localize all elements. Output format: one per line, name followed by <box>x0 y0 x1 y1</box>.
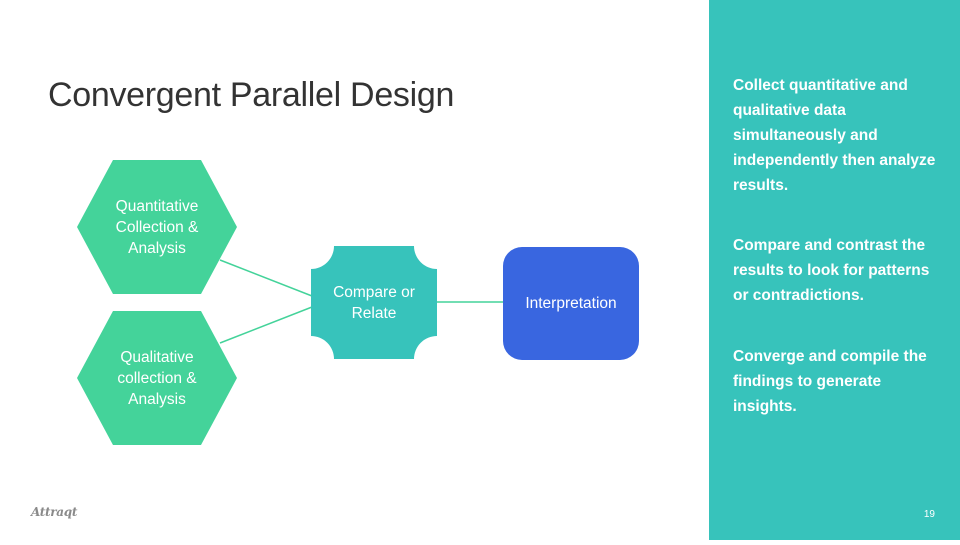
convergent-design-diagram: Quantitative Collection & Analysis Quali… <box>77 160 639 445</box>
side-panel: Collect quantitative and qualitative dat… <box>709 0 960 540</box>
connector-quantitative-compare <box>219 259 313 297</box>
page-number: 19 <box>923 509 935 520</box>
quantitative-hexagon <box>77 160 237 294</box>
attraqt-logo: Attraqt <box>31 505 78 519</box>
interpretation-label: Interpretation <box>525 295 617 312</box>
quantitative-label: Quantitative Collection & Analysis <box>115 197 199 257</box>
interpretation-box <box>503 247 639 360</box>
compare-label: Compare or Relate <box>333 284 415 322</box>
panel-paragraph-converge: Converge and compile the findings to gen… <box>733 348 927 415</box>
compare-shape <box>311 246 437 359</box>
qualitative-hexagon <box>77 311 237 445</box>
connector-qualitative-compare <box>219 306 313 344</box>
diagram-canvas <box>77 160 639 445</box>
slide-title: Convergent Parallel Design <box>48 76 455 114</box>
panel-paragraph-compare: Compare and contrast the results to look… <box>733 237 930 304</box>
panel-paragraph-collect: Collect quantitative and qualitative dat… <box>733 77 936 194</box>
qualitative-label: Qualitative collection & Analysis <box>117 348 197 408</box>
